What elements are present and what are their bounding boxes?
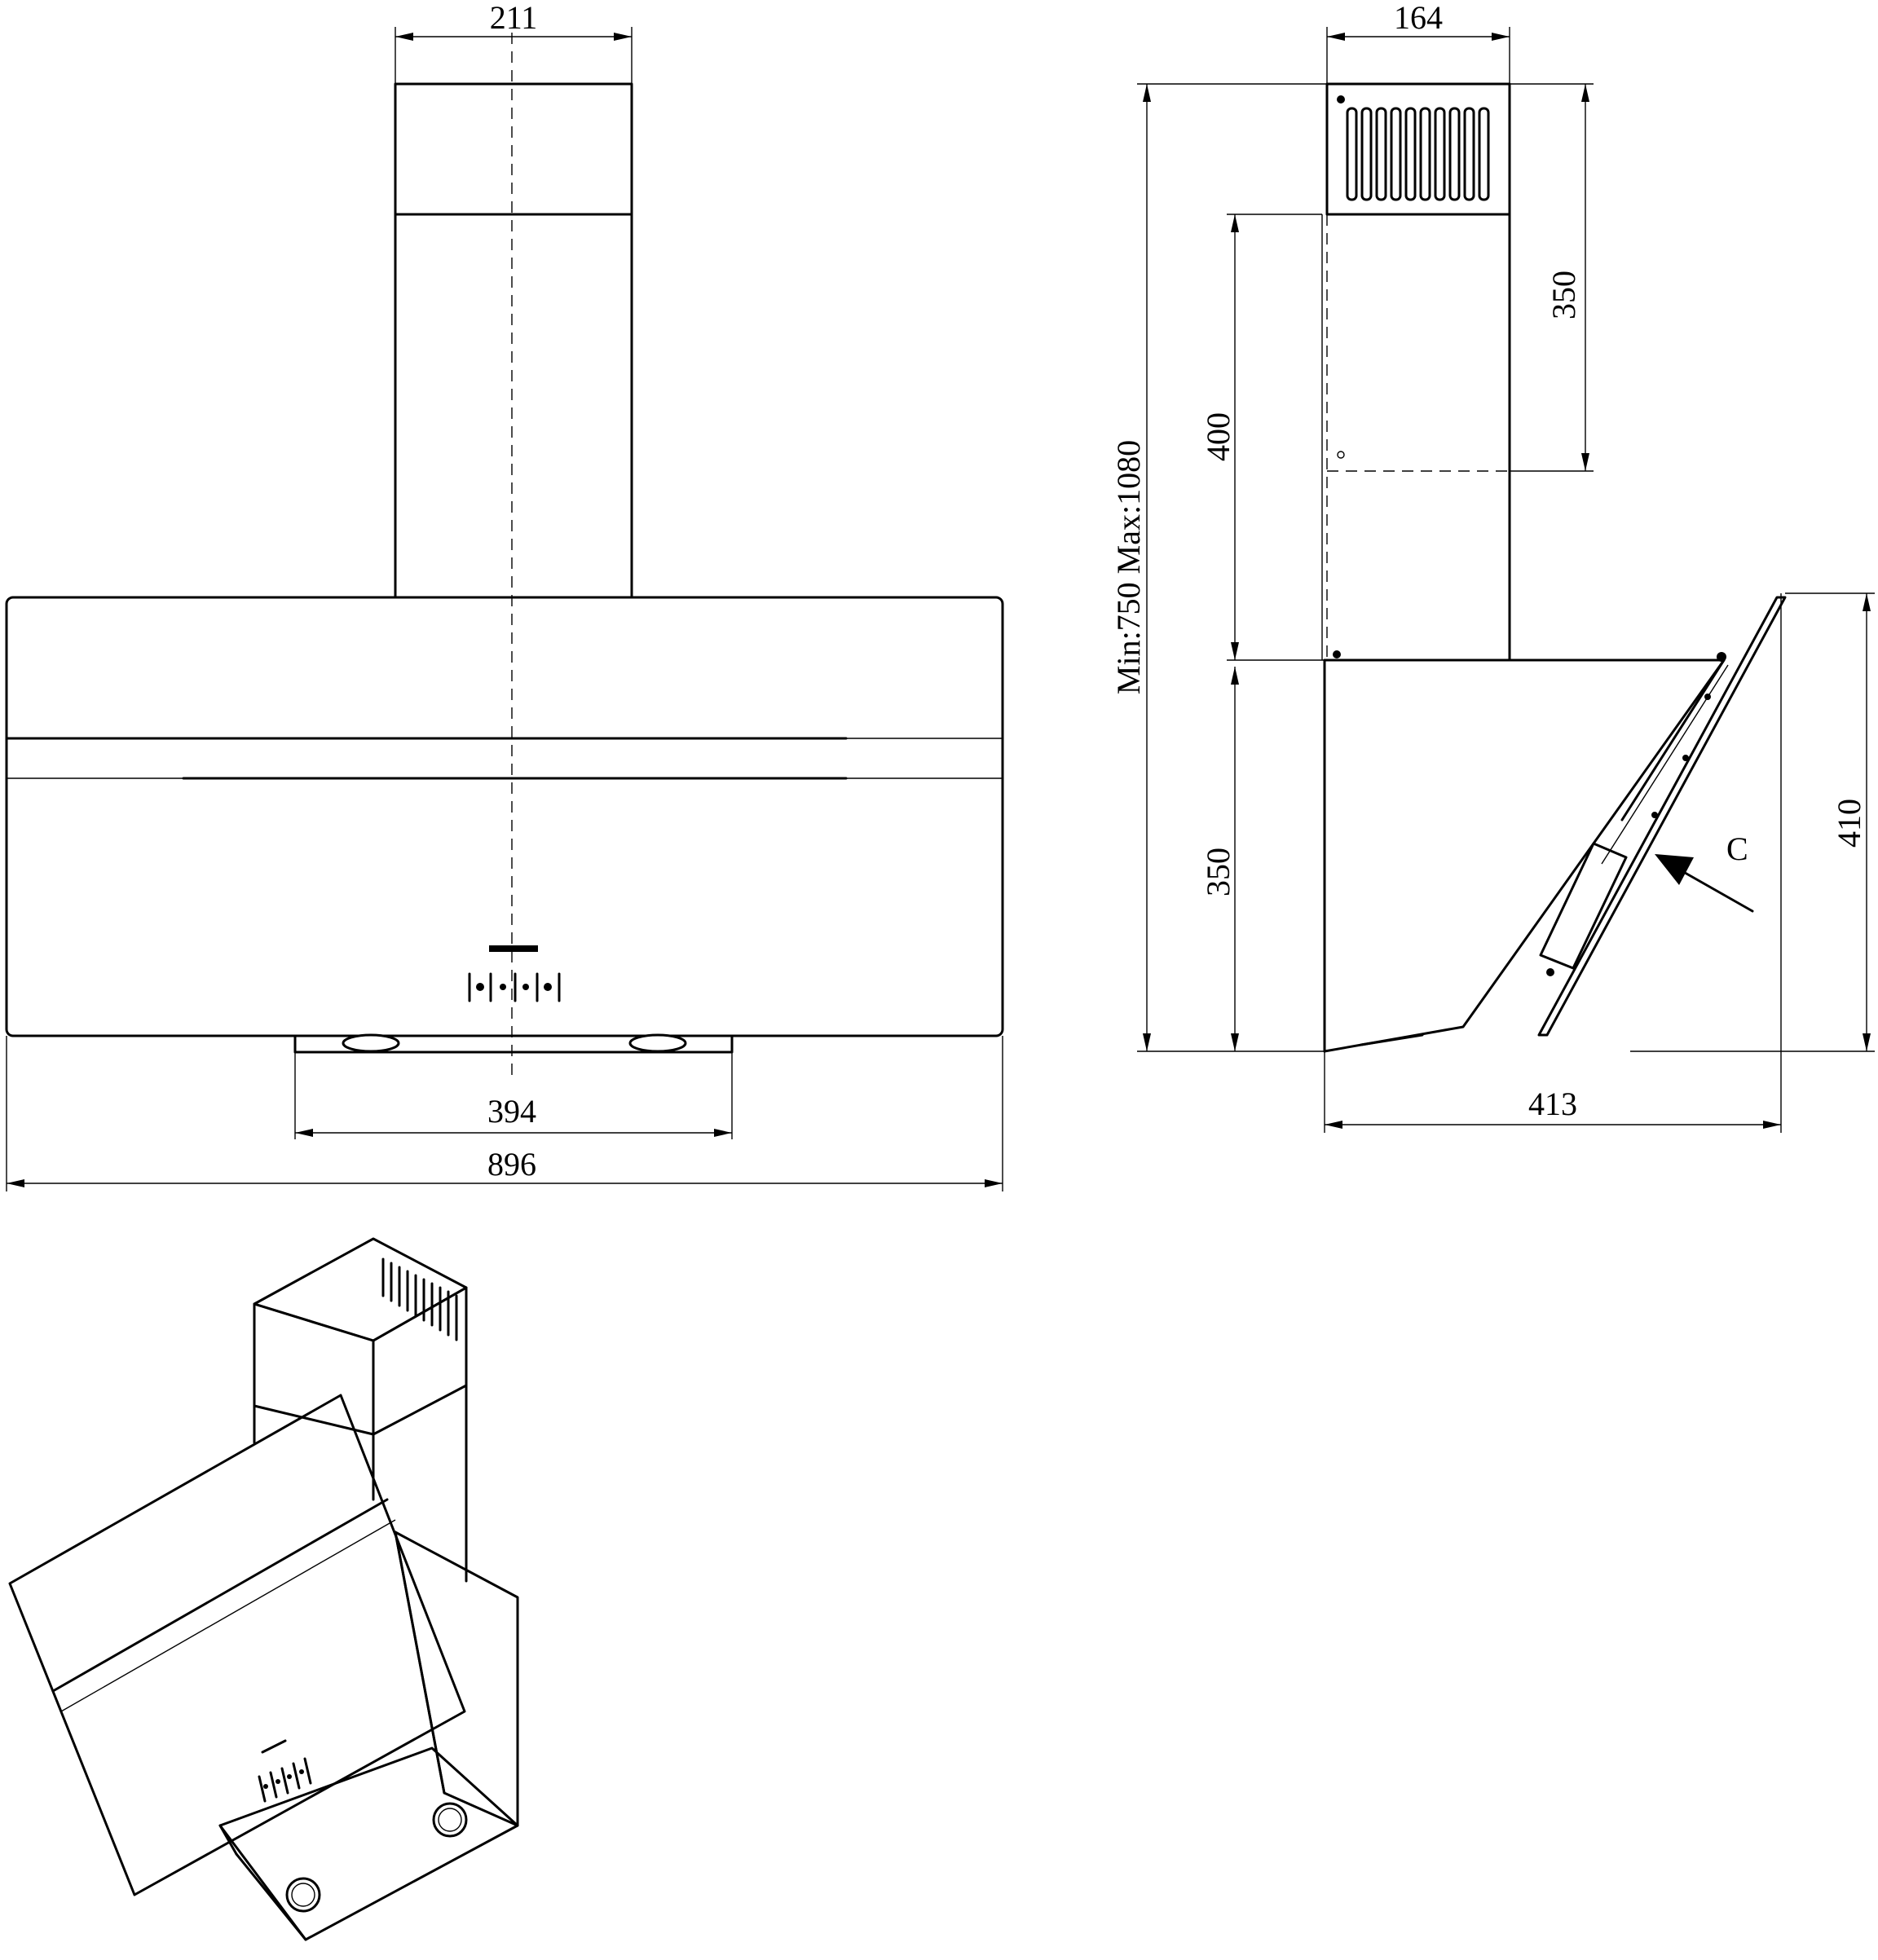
halogen-lamp-icon bbox=[342, 1033, 400, 1053]
front-bottom-plate bbox=[293, 1034, 734, 1054]
dim-label: Min:750 Max:1080 bbox=[1110, 440, 1147, 694]
iso-chimney-top bbox=[253, 1237, 468, 1342]
iso-chimney-right bbox=[372, 1286, 468, 1436]
front-canopy bbox=[5, 596, 1004, 1037]
iso-chimney-left bbox=[253, 1302, 375, 1436]
dim-upper-chimney-height: 350 bbox=[1510, 83, 1594, 472]
control-panel-icon bbox=[258, 1739, 312, 1803]
dim-label: 394 bbox=[487, 1093, 536, 1130]
dim-label: 896 bbox=[487, 1146, 536, 1183]
view-marker-label: C bbox=[1726, 830, 1748, 867]
dim-label: 350 bbox=[1545, 271, 1582, 319]
view-marker-c: C bbox=[1655, 830, 1754, 913]
side-control-module bbox=[1539, 842, 1628, 970]
dim-chimney-depth: 164 bbox=[1326, 0, 1510, 84]
dim-glass-height: 410 bbox=[1630, 592, 1875, 1052]
side-view: 164 350 400 Min:750 Max:1080 bbox=[1110, 0, 1875, 1133]
dim-label: 400 bbox=[1200, 412, 1237, 461]
dim-total-depth: 413 bbox=[1324, 593, 1782, 1133]
dim-label: 410 bbox=[1831, 799, 1867, 848]
front-chimney-lower bbox=[394, 213, 633, 599]
front-chimney-upper bbox=[394, 82, 633, 216]
front-view: 211 394 896 bbox=[5, 0, 1004, 1191]
dim-total-height: Min:750 Max:1080 bbox=[1110, 83, 1327, 1052]
iso-glass-panel bbox=[8, 1394, 466, 1896]
dim-lower-chimney-height: 400 bbox=[1200, 214, 1325, 661]
side-glass-panel bbox=[1537, 596, 1787, 1037]
dim-bottom-width: 394 bbox=[294, 1052, 733, 1139]
control-panel-icon bbox=[468, 945, 561, 1002]
ventilation-grille-icon bbox=[381, 1257, 458, 1341]
dim-label: 211 bbox=[490, 0, 538, 36]
ventilation-grille-icon bbox=[1337, 95, 1490, 201]
dim-label: 350 bbox=[1200, 848, 1237, 896]
dim-canopy-width: 896 bbox=[6, 1036, 1003, 1191]
halogen-lamp-icon bbox=[628, 1033, 687, 1053]
dim-chimney-width: 211 bbox=[395, 0, 633, 84]
iso-bottom-tray bbox=[218, 1746, 519, 1941]
iso-body bbox=[394, 1531, 519, 1827]
dim-label: 164 bbox=[1394, 0, 1443, 36]
dim-label: 413 bbox=[1528, 1086, 1577, 1122]
isometric-view bbox=[8, 1237, 519, 1941]
dim-body-height: 350 bbox=[1200, 667, 1239, 1051]
side-chimney-upper bbox=[1325, 82, 1511, 216]
